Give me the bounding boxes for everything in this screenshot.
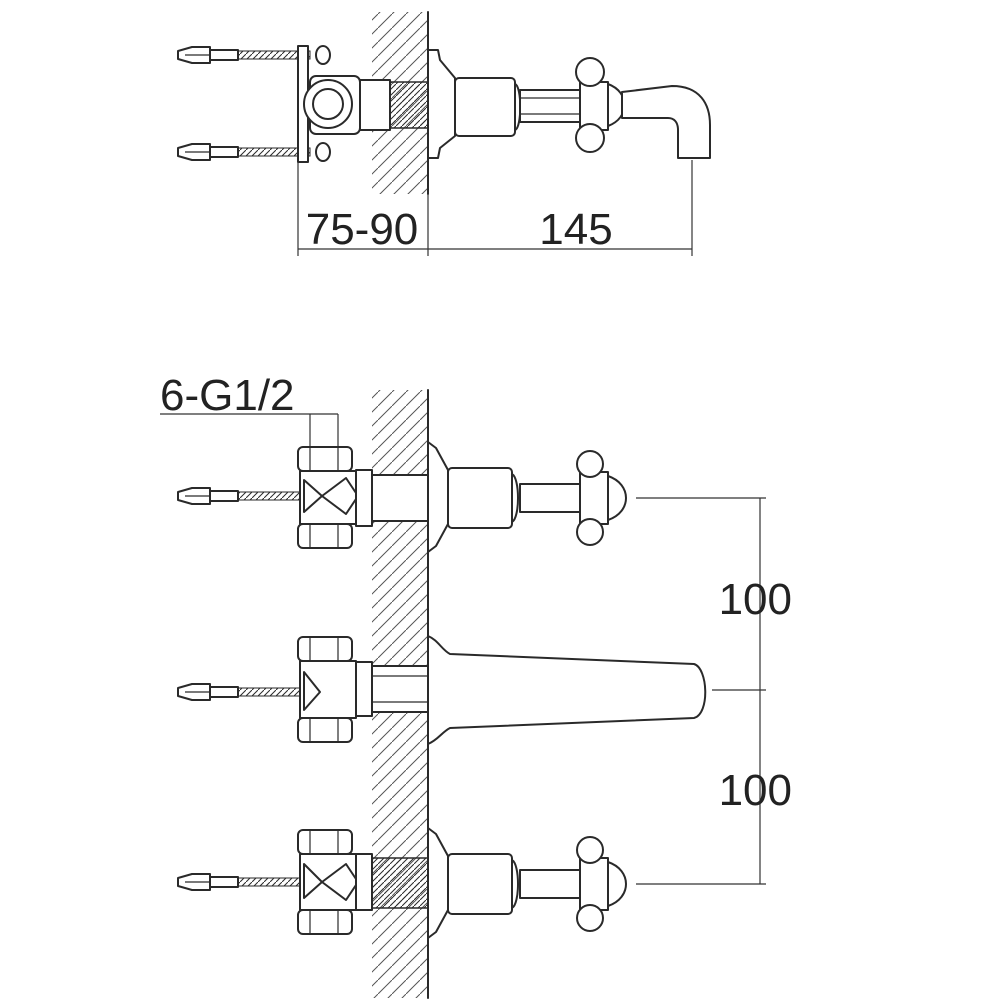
concealed-body-side bbox=[303, 75, 429, 135]
lower-spacing-label: 100 bbox=[719, 766, 792, 815]
flange-side bbox=[427, 49, 456, 159]
upper-spacing-label: 100 bbox=[719, 575, 792, 624]
wall-depth-label: 75-90 bbox=[306, 205, 419, 254]
lower-valve-assembly bbox=[177, 827, 627, 939]
valve-body-side bbox=[454, 77, 583, 137]
plan-view: 6-G1/2 bbox=[160, 371, 792, 999]
curved-spout bbox=[621, 85, 711, 159]
connection-size-leader bbox=[160, 413, 339, 446]
cross-handle-side bbox=[575, 57, 626, 153]
wall-plug-lower bbox=[177, 142, 331, 162]
dimension-plan bbox=[636, 497, 766, 885]
spout-assembly bbox=[177, 635, 707, 745]
upper-valve-assembly bbox=[177, 441, 627, 553]
spout-projection-label: 145 bbox=[539, 205, 612, 254]
dimension-side bbox=[297, 160, 693, 256]
wall-plug-upper bbox=[177, 45, 331, 65]
connection-size-label: 6-G1/2 bbox=[160, 371, 295, 420]
side-view: 75-90 145 bbox=[177, 11, 711, 256]
